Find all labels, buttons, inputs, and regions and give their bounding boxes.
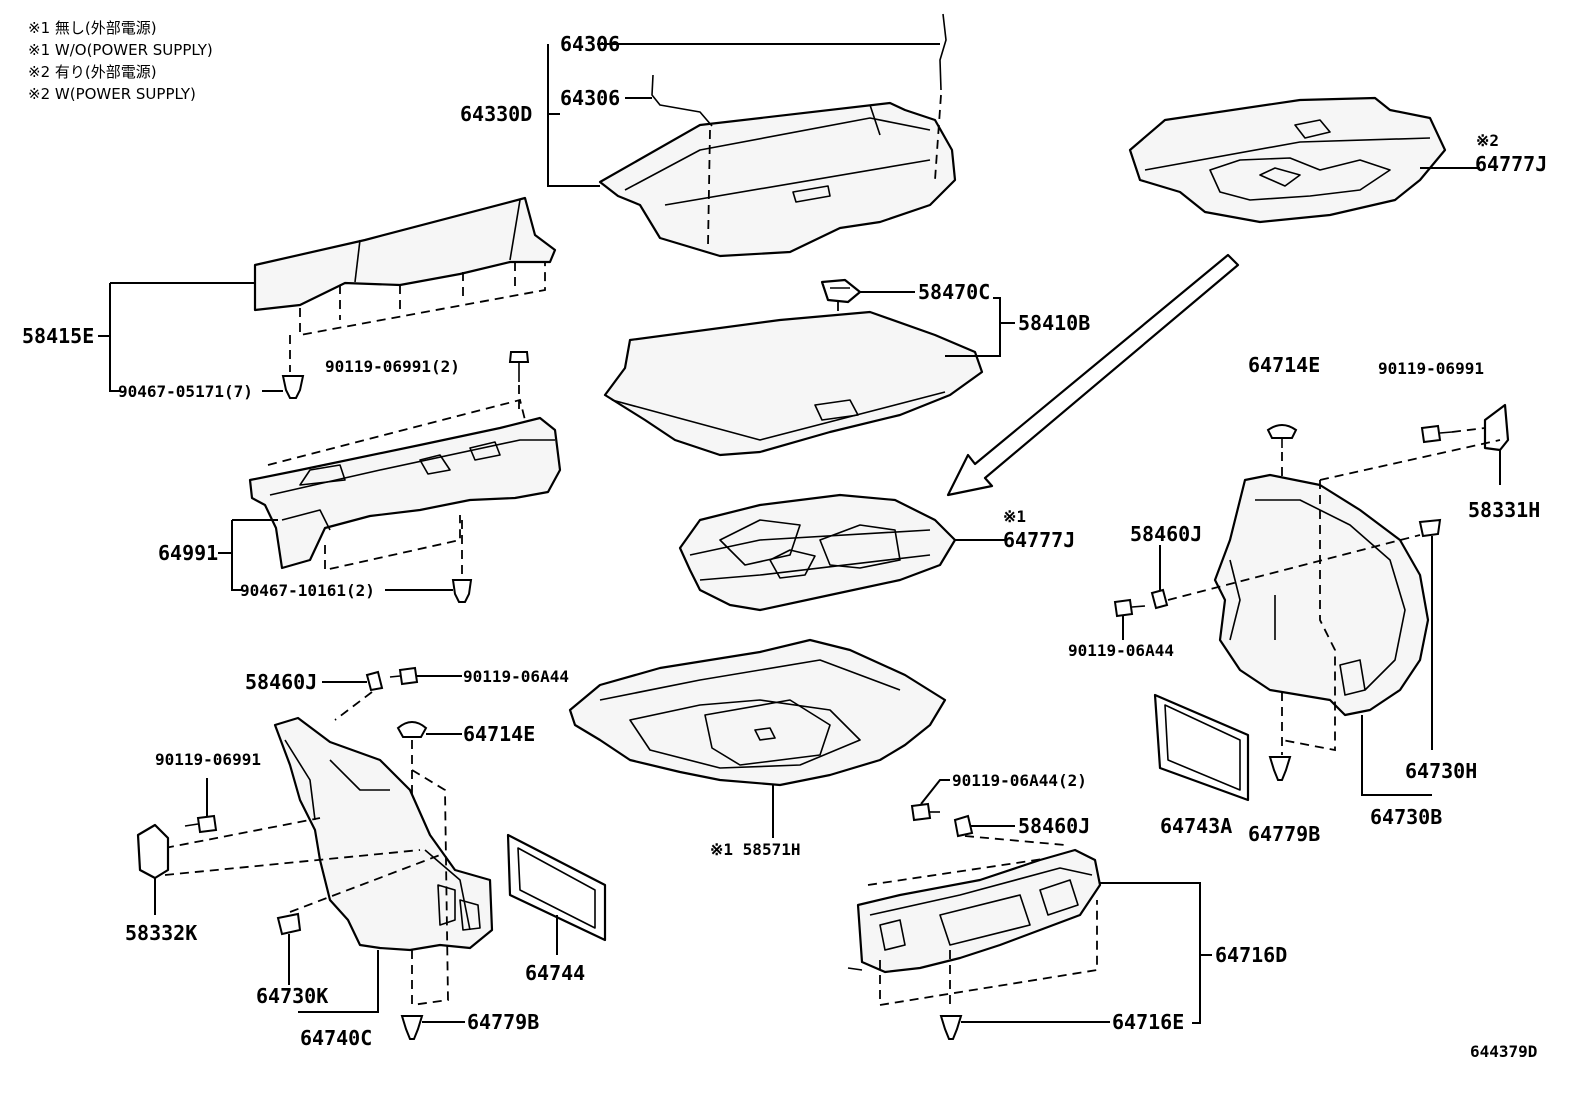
cable-64306-mid — [651, 74, 713, 127]
rear-quarter-trim-64740C — [273, 716, 494, 952]
label-64779B-left: 64779B — [467, 1010, 539, 1034]
deck-board-64777J-top — [1128, 96, 1447, 224]
label-mark1: ※1 — [1003, 507, 1026, 526]
clip-58460J-left — [365, 670, 384, 692]
label-58460J-bottom: 58460J — [1018, 814, 1090, 838]
note-1-jp: ※1 無し(外部電源) — [28, 19, 157, 37]
rear-sill-trim — [856, 848, 1102, 974]
rear-quarter-trim-64730B — [1213, 473, 1430, 717]
notes: ※1 無し(外部電源) ※1 W/O(POWER SUPPLY) ※2 有り(外… — [28, 19, 213, 103]
deck-board-w-power-supply: ※2 64777J — [1128, 96, 1547, 224]
label-64714E-left: 64714E — [463, 722, 535, 746]
clip-64714E-right — [1266, 424, 1298, 439]
label-64714E-right: 64714E — [1248, 353, 1320, 377]
deck-board-wo-power-supply: ※1 64777J — [678, 493, 1075, 612]
label-58571H: ※1 58571H — [710, 840, 800, 859]
left-side-trim-assembly: 58460J 90119-06A44 64714E 90119-06991 58… — [125, 666, 569, 1050]
bolt-90119-06A44-2 — [910, 802, 932, 822]
rear-panel-trim-64991: 90119-06991(2) 64991 90467-10161(2) — [158, 351, 562, 603]
label-64716E: 64716E — [1112, 1010, 1184, 1034]
bolt-90119-06991-2 — [508, 351, 530, 363]
clip-64714E-left — [396, 721, 428, 738]
label-58332K: 58332K — [125, 921, 197, 945]
panel-64743A — [1153, 693, 1250, 802]
right-side-trim-assembly: 64714E 90119-06991 58331H 58460J 90119-0… — [1068, 353, 1540, 846]
clip-64730K — [276, 912, 302, 936]
package-tray-trim — [253, 196, 557, 312]
label-64740C: 64740C — [300, 1026, 372, 1050]
deck-board — [603, 310, 984, 457]
bracket-58332K — [136, 823, 170, 880]
label-90119-06991-left: 90119-06991 — [155, 750, 261, 769]
label-64991: 64991 — [158, 541, 218, 565]
label-64777J-mid: 64777J — [1003, 528, 1075, 552]
label-58410B: 58410B — [1018, 311, 1090, 335]
clip-58460J-bottom — [953, 814, 974, 838]
side-trim-58415E: 58415E 90467-05171(7) — [22, 196, 557, 401]
bolt-90119-06991-left — [196, 814, 218, 834]
label-58331H: 58331H — [1468, 498, 1540, 522]
note-1-en: ※1 W/O(POWER SUPPLY) — [28, 41, 213, 59]
panel-64744: 64744 — [506, 833, 607, 985]
clip-90467-10161 — [451, 579, 473, 603]
clip-64779B-left — [400, 1015, 424, 1040]
label-64306-top: 64306 — [560, 32, 620, 56]
note-2-jp: ※2 有り(外部電源) — [28, 63, 157, 81]
clip-64730H — [1418, 518, 1442, 538]
label-64330D: 64330D — [460, 102, 532, 126]
rear-sill-trim-64716D: 90119-06A44(2) 58460J 64716D 64716E — [847, 771, 1287, 1040]
label-90119-06A44-left: 90119-06A44 — [463, 667, 569, 686]
label-90119-06A44-2: 90119-06A44(2) — [952, 771, 1087, 790]
label-64730K: 64730K — [256, 984, 328, 1008]
label-58460J-right: 58460J — [1130, 522, 1202, 546]
tonneau-cover-assembly: 64306 64306 64330D — [460, 13, 957, 258]
clip-64779B-right — [1268, 756, 1292, 781]
label-58470C: 58470C — [918, 280, 990, 304]
cable-64306-top — [939, 13, 947, 91]
rear-panel-trim — [248, 416, 562, 570]
note-2-en: ※2 W(POWER SUPPLY) — [28, 85, 196, 103]
bolt-90119-06A44-left — [398, 666, 419, 686]
floor-mat — [568, 638, 947, 787]
label-64730H: 64730H — [1405, 759, 1477, 783]
label-64743A: 64743A — [1160, 814, 1232, 838]
label-64744: 64744 — [525, 961, 585, 985]
label-64716D: 64716D — [1215, 943, 1287, 967]
label-90119-06991-2: 90119-06991(2) — [325, 357, 460, 376]
tonneau-cover — [598, 101, 957, 258]
label-64730B: 64730B — [1370, 805, 1442, 829]
label-58415E: 58415E — [22, 324, 94, 348]
direction-arrow — [946, 253, 1240, 497]
label-64777J-top: 64777J — [1475, 152, 1547, 176]
deck-board-58410B: 58470C 58410B — [603, 278, 1090, 457]
label-90467-05171: 90467-05171(7) — [118, 382, 253, 401]
hook-58470C — [820, 278, 862, 304]
floor-mat-58571H: ※1 58571H — [568, 638, 947, 859]
clip-58460J-right — [1150, 588, 1169, 610]
clip-64716E — [939, 1015, 963, 1040]
bolt-90119-06991-right — [1420, 424, 1442, 444]
label-64306-mid: 64306 — [560, 86, 620, 110]
bolt-90119-06A44-right — [1113, 598, 1134, 618]
label-90119-06991-right: 90119-06991 — [1378, 359, 1484, 378]
deck-board-64777J-mid — [678, 493, 957, 612]
label-90467-10161: 90467-10161(2) — [240, 581, 375, 600]
label-58460J-left: 58460J — [245, 670, 317, 694]
label-mark2: ※2 — [1476, 131, 1499, 150]
panel-64744-shape — [506, 833, 607, 942]
clip-90467-05171 — [281, 375, 305, 399]
label-64779B-right: 64779B — [1248, 822, 1320, 846]
drawing-id: 644379D — [1470, 1042, 1537, 1061]
label-90119-06A44-right: 90119-06A44 — [1068, 641, 1174, 660]
